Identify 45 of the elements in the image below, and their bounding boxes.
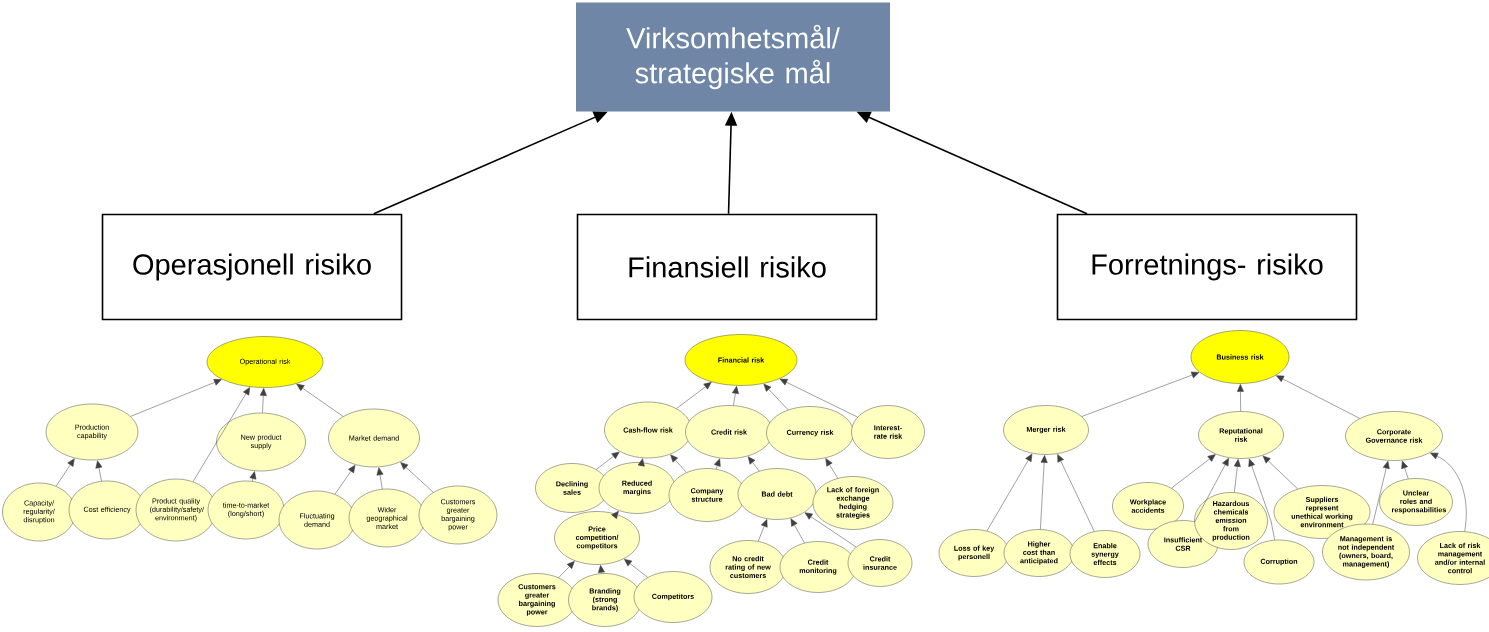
arrow [676,382,712,409]
arrow [1171,454,1216,489]
arrow [1276,375,1360,419]
arrow [714,458,721,470]
arrow [376,467,384,490]
arrow [804,512,857,548]
arrow [758,519,768,542]
arrow [1372,460,1390,525]
arrow [296,383,344,417]
arrow [1040,455,1048,530]
arrow [763,383,789,411]
title-box: Virksomhetsmål/ strategiske mål [576,2,890,112]
arrow [1248,458,1275,541]
arrow [598,565,605,574]
arrow [400,462,434,493]
arrow [747,456,760,472]
arrow [192,387,250,482]
category-box: Forretnings- risiko [1056,213,1358,321]
arrow [596,451,620,470]
arrow [1237,384,1244,412]
arrow [130,379,222,417]
arrow [611,510,619,519]
arrow [624,558,648,578]
arrow [558,561,575,578]
category-box: Finansiell risiko [576,213,878,321]
arrow [334,465,356,495]
category-box: Operasjonell risiko [101,213,403,321]
arrow [249,471,257,482]
arrow [670,454,687,473]
arrow [790,518,805,544]
arrow [1057,454,1095,532]
arrow [95,460,103,482]
arrow [986,453,1033,532]
arrow [825,458,839,479]
arrow [259,388,267,413]
arrow [1081,371,1200,417]
arrow [732,386,739,406]
arrow [1401,460,1409,480]
arrow [1233,459,1241,493]
arrow [637,458,645,467]
arrow [1262,455,1298,490]
arrow [1430,452,1467,532]
arrow [779,378,858,418]
arrow [55,458,75,487]
arrow [1194,458,1229,522]
